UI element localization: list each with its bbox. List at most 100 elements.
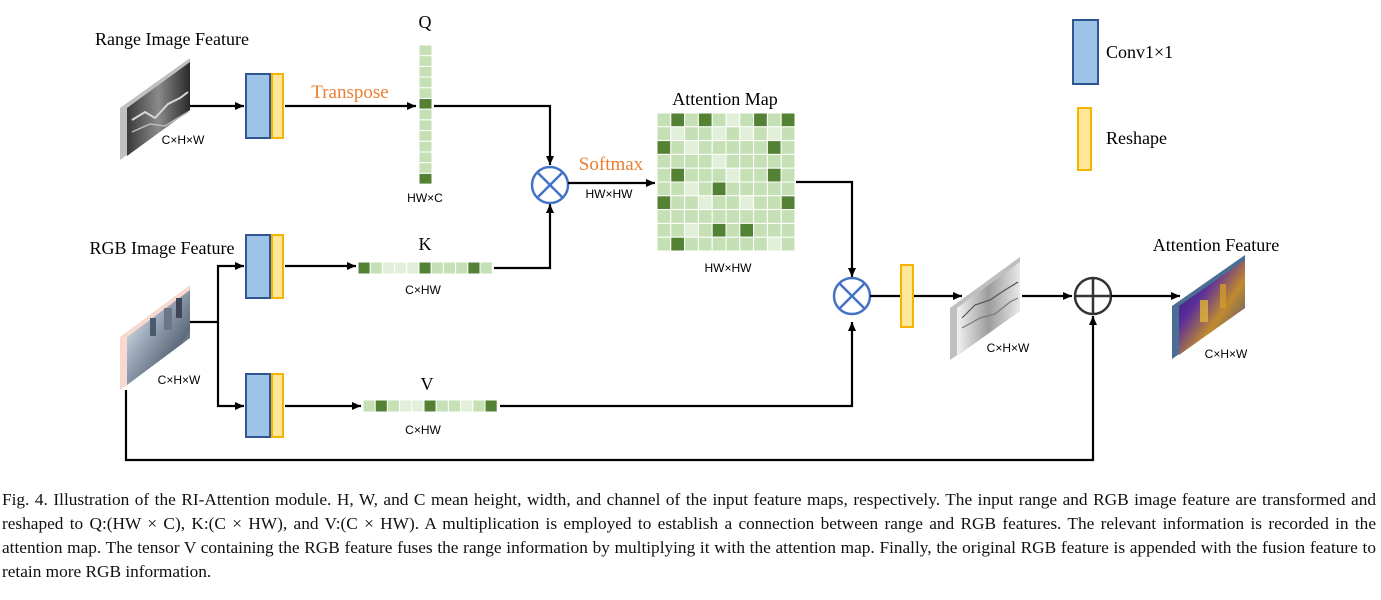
attention-map-cell [780,140,796,155]
v-vector-cell [423,399,437,413]
attention-map-cell [711,167,727,183]
attention-map-cell [656,153,672,169]
attention-map-cell [753,112,768,128]
attention-map-cell [780,153,796,169]
fusion-feature-thumbnail [950,257,1020,360]
attention-map-cell [753,181,768,197]
attention-map-cell [753,126,768,142]
attention-map-cell [684,209,699,224]
attention-map-cell [766,112,782,128]
attention-map-cell [725,112,741,128]
attention-map-cell [711,126,727,142]
v-vector [362,399,498,413]
attention-map-cell [753,195,768,211]
attention-map-cell [697,167,713,183]
attention-map-cell [780,209,796,224]
arrow-v-to-mult [500,322,856,408]
attention-map-cell [684,112,699,128]
attention-map-cell [753,153,768,169]
arrow-rgb-to-conv-v [216,322,244,410]
attention-map-cell [711,140,727,155]
range-feature-dim: C×H×W [162,133,205,147]
attention-map-cell [780,236,796,252]
attention-map-cell [711,209,727,224]
legend-conv-label: Conv1×1 [1106,42,1173,62]
range-image-feature-label: Range Image Feature [95,29,249,49]
add-op [1073,276,1113,316]
k-vector-cell [406,261,420,275]
conv-block-v [245,373,284,438]
attention-map-cell [656,181,672,197]
k-vector-cell [479,261,493,275]
attention-map-cell [725,209,741,224]
q-vector-cell [418,65,433,78]
attention-map-dim: HW×HW [705,261,753,275]
q-vector-cell [418,108,433,121]
q-vector-cell [418,44,433,57]
q-vector-cell [418,151,433,164]
arrow-rgb-to-conv-k [190,262,244,324]
rgb-image-feature-thumbnail [120,285,190,390]
attention-map-cell [739,112,755,128]
q-vector-cell [418,162,433,174]
k-vector [357,261,493,275]
attention-map-cell [711,236,727,252]
v-vector-cell [435,399,449,413]
q-vector-cell [418,76,433,89]
q-vector-cell [418,55,433,67]
attention-map-cell [684,195,699,211]
q-dim: HW×C [407,191,443,205]
attention-feature-thumbnail [1172,255,1245,359]
attention-map-cell [780,195,796,211]
attention-map-cell [684,181,699,197]
k-vector-cell [381,261,396,275]
attention-map-label: Attention Map [672,89,778,109]
attention-map-cell [670,222,686,238]
v-vector-cell [447,399,462,413]
attention-map-cell [711,112,727,128]
v-vector-cell [460,399,474,413]
attention-map-cell [697,140,713,155]
legend-conv-swatch [1072,19,1099,85]
arrow-q-to-mult [434,104,554,165]
q-vector [418,44,433,185]
attention-map-cell [656,236,672,252]
conv-block-k [245,234,284,299]
attention-map-cell [684,140,699,155]
q-vector-cell [418,172,433,185]
attention-map-cell [739,236,755,252]
attention-map-cell [656,167,672,183]
attention-map-cell [670,209,686,224]
attention-map-cell [656,112,672,128]
matmul-op-2 [832,276,872,316]
attention-map-cell [684,126,699,142]
attention-map-cell [725,140,741,155]
attention-map-cell [697,236,713,252]
legend: Conv1×1 Reshape [1072,19,1173,171]
v-dim: C×HW [405,423,441,437]
v-vector-cell [484,399,498,413]
q-vector-cell [418,87,433,100]
rgb-image-feature-label: RGB Image Feature [90,238,235,258]
softmax-label: Softmax [579,154,644,175]
k-vector-cell [442,261,457,275]
attention-map-cell [739,209,755,224]
range-image-feature-thumbnail [120,58,190,160]
attention-map-cell [697,126,713,142]
attention-map-cell [656,222,672,238]
attention-map-cell [753,140,768,155]
k-vector-cell [357,261,371,275]
attention-map-cell [711,181,727,197]
arrow-skip-connection [124,316,1097,462]
attention-map-cell [711,195,727,211]
k-vector-cell [430,261,444,275]
attention-map-cell [766,140,782,155]
attention-map-cell [766,222,782,238]
attention-map-cell [766,126,782,142]
k-vector-cell [394,261,408,275]
attention-map-cell [766,195,782,211]
attention-map-cell [697,195,713,211]
k-dim: C×HW [405,283,441,297]
transpose-label: Transpose [311,82,388,103]
q-vector-cell [418,119,433,132]
